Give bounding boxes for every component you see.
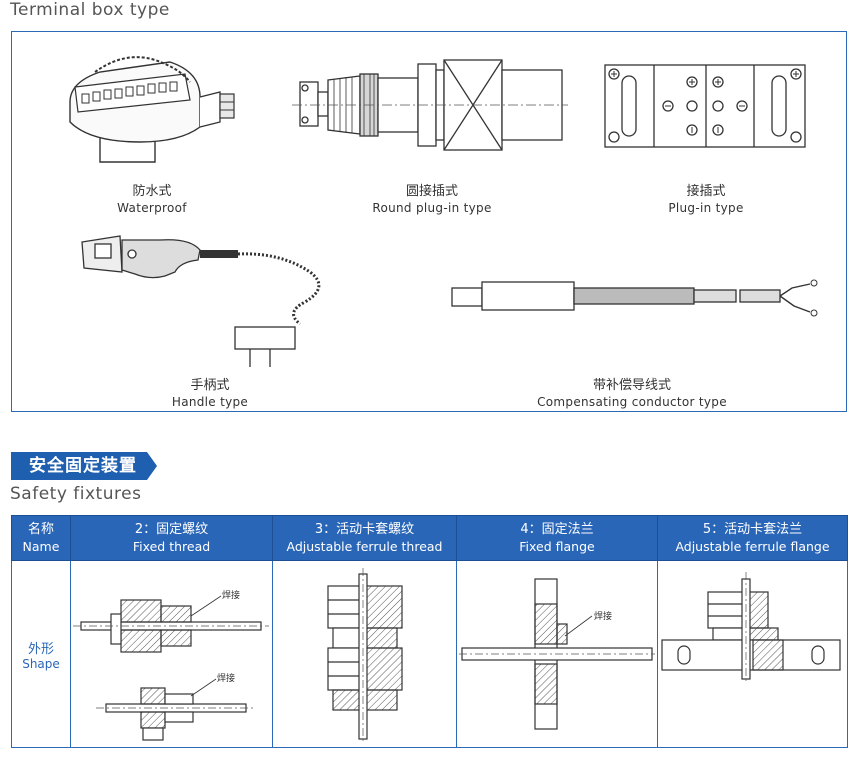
adjustable-ferrule-flange-drawing <box>661 572 841 684</box>
shape-row: 外形 Shape <box>11 560 848 748</box>
plug-in-caption: 接插式 Plug-in type <box>626 184 786 216</box>
shape-label-cell: 外形 Shape <box>11 560 71 748</box>
terminal-box-panel: 防水式 Waterproof <box>11 31 847 412</box>
handle-caption: 手柄式 Handle type <box>130 378 290 410</box>
round-plug-caption: 圆接插式 Round plug-in type <box>352 184 512 216</box>
weld-label-1: 焊接 <box>222 589 240 601</box>
plug-in-illustration <box>602 62 812 152</box>
plug-in-label-cn: 接插式 <box>686 184 726 199</box>
page-title: Terminal box type <box>10 0 170 20</box>
weld-label-3: 焊接 <box>594 610 612 622</box>
fixed-thread-drawing-cell: 焊接 焊接 <box>70 560 273 748</box>
round-plug-illustration <box>290 52 570 162</box>
waterproof-label-en: Waterproof <box>117 201 187 215</box>
adjustable-ferrule-thread-drawing-cell <box>272 560 457 748</box>
adjustable-ferrule-flange-drawing-cell <box>657 560 848 748</box>
round-plug-label-en: Round plug-in type <box>372 201 492 215</box>
safety-subtitle: Safety fixtures <box>10 484 142 504</box>
compensating-label-cn: 带补偿导线式 <box>592 378 671 393</box>
fixed-flange-drawing-cell: 焊接 <box>456 560 658 748</box>
waterproof-label-cn: 防水式 <box>132 184 172 199</box>
plug-in-label-en: Plug-in type <box>668 201 744 215</box>
banner-arrow-icon <box>147 452 157 480</box>
fixed-flange-drawing: 焊接 <box>459 578 655 730</box>
weld-label-2: 焊接 <box>217 672 235 684</box>
compensating-caption: 带补偿导线式 Compensating conductor type <box>517 378 747 410</box>
adjustable-ferrule-thread-drawing <box>327 568 403 742</box>
handle-illustration <box>80 232 340 372</box>
handle-label-cn: 手柄式 <box>190 378 230 393</box>
compensating-illustration <box>444 270 824 330</box>
safety-banner-text: 安全固定装置 <box>11 452 147 480</box>
compensating-label-en: Compensating conductor type <box>537 395 727 409</box>
handle-label-en: Handle type <box>171 395 249 409</box>
shape-label-en: Shape <box>22 656 60 671</box>
waterproof-illustration <box>60 42 240 177</box>
round-plug-label-cn: 圆接插式 <box>405 184 458 199</box>
shape-label-cn: 外形 <box>27 641 54 657</box>
fixed-thread-drawing: 焊接 焊接 <box>73 589 269 741</box>
waterproof-caption: 防水式 Waterproof <box>72 184 232 216</box>
